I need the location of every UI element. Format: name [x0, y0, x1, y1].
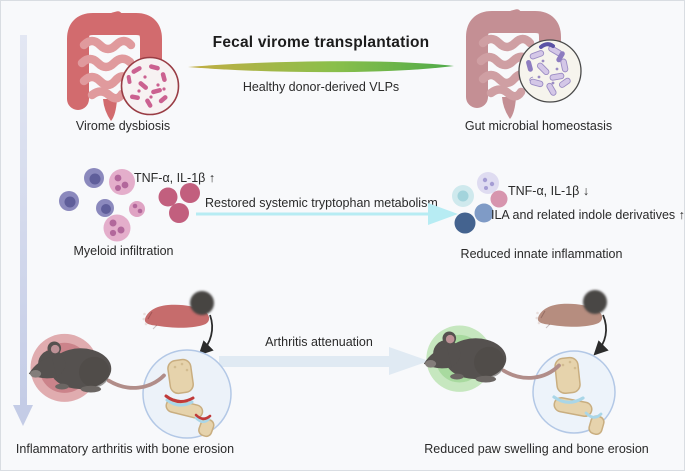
neutrophil-cells	[103, 169, 145, 242]
erosion-line-2	[194, 413, 212, 421]
tryptophan-arrow	[196, 203, 458, 225]
erosion-line-1	[164, 394, 195, 403]
timeline-arrow-head	[13, 405, 33, 426]
myeloid-cells-illustration	[59, 168, 200, 242]
bone-texture	[173, 362, 189, 372]
bacteria-homeostasis	[520, 42, 571, 96]
caption-gut-homeostasis: Gut microbial homeostasis	[464, 119, 613, 133]
caption-virome-dysbiosis: Virome dysbiosis	[75, 119, 171, 133]
monocyte-cells	[59, 168, 114, 217]
caption-reduced-swelling: Reduced paw swelling and bone erosion	[424, 442, 649, 456]
timeline-arrow-shaft	[20, 35, 27, 406]
caption-myeloid-infiltration: Myeloid infiltration	[73, 244, 174, 258]
phage-particles-dysbiosis	[126, 64, 168, 108]
label-cytokines-up: TNF-α, IL-1β ↑	[134, 171, 216, 185]
dysbiotic-gut-illustration	[59, 11, 180, 123]
recovered-mouse-illustration	[421, 325, 566, 392]
healthy-gut-illustration	[453, 9, 582, 121]
zoom-arrow-right	[593, 314, 609, 356]
figure-title: Fecal virome transplantation	[212, 34, 430, 51]
label-arthritis-attenuation: Arthritis attenuation	[265, 335, 373, 349]
label-indole-derivatives: ILA and related indole derivatives ↑	[491, 208, 685, 222]
caption-inflammatory-arthritis: Inflammatory arthritis with bone erosion	[15, 442, 235, 456]
caption-vlps: Healthy donor-derived VLPs	[242, 80, 400, 94]
label-tryptophan-arrow: Restored systemic tryptophan metabolism	[205, 196, 438, 210]
label-cytokines-down: TNF-α, IL-1β ↓	[508, 184, 590, 198]
bone-texture	[561, 360, 577, 370]
zoom-arrow-left	[198, 314, 214, 356]
inflamed-mouse-illustration	[26, 333, 171, 402]
fvt-gradient-arrow	[188, 61, 454, 73]
caption-reduced-inflammation: Reduced innate inflammation	[460, 247, 623, 261]
attenuation-arrow	[219, 347, 429, 375]
cytokine-dots	[158, 183, 200, 223]
eroded-bone-inset	[142, 349, 232, 439]
resolved-cells-illustration	[452, 172, 508, 234]
